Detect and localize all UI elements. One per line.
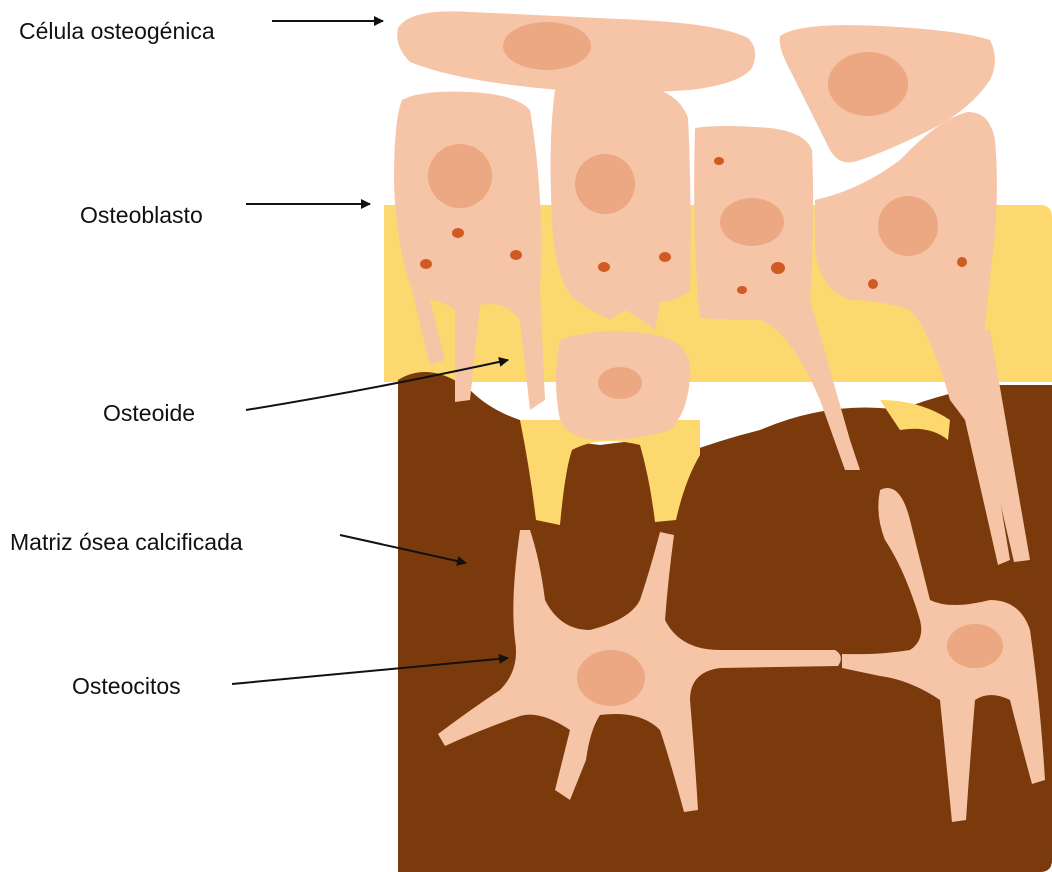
osteoblast-nucleus xyxy=(428,144,492,208)
osteogenic-cell-nucleus xyxy=(503,22,591,70)
osteocyte-nucleus xyxy=(577,650,645,706)
label-osteoblast: Osteoblasto xyxy=(80,204,203,227)
osteoblast-nucleus xyxy=(598,367,642,399)
label-osteoid: Osteoide xyxy=(103,402,195,425)
osteoblast-nucleus xyxy=(575,154,635,214)
osteoblast-nucleus xyxy=(878,196,938,256)
osteogenic-cell-nucleus xyxy=(828,52,908,116)
label-calcified-matrix: Matriz ósea calcificada xyxy=(10,531,243,554)
label-osteocytes: Osteocitos xyxy=(72,675,181,698)
label-osteogenic-cell: Célula osteogénica xyxy=(19,20,215,43)
osteocyte-nucleus xyxy=(947,624,1003,668)
osteoblast-nucleus xyxy=(720,198,784,246)
